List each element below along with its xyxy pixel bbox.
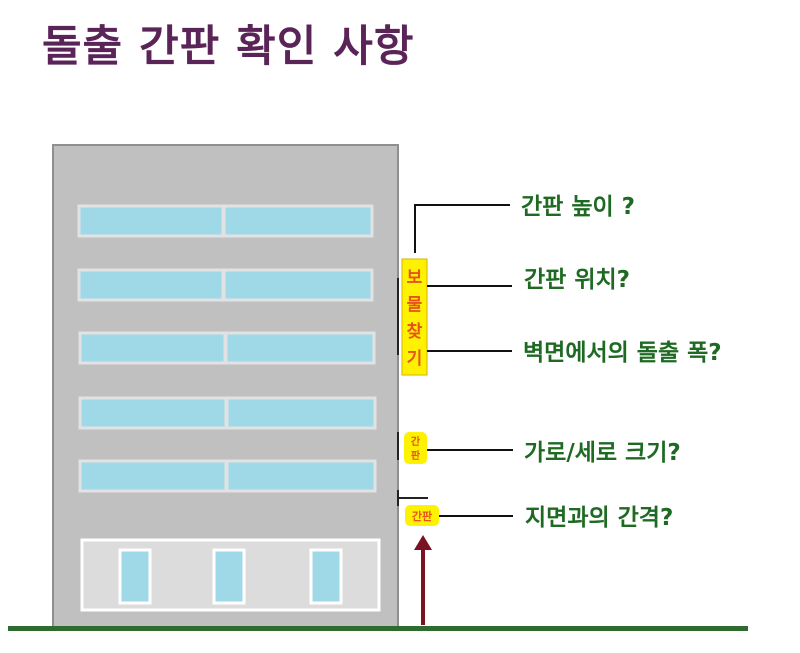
window [77,204,225,238]
window [224,331,376,365]
window [78,459,228,493]
window [222,204,374,238]
small-sign-2 [405,505,439,526]
question-height: 간판 높이 ? [521,194,635,220]
small-sign-1 [404,432,427,464]
vertical-sign-char: 기 [407,349,423,369]
question-clearance: 지면과의 간격? [525,505,673,531]
vertical-sign-char: 찾 [407,321,423,342]
question-projection: 벽면에서의 돌출 폭? [523,340,722,366]
window [77,268,225,302]
door [212,548,246,605]
leader-line-height [414,204,510,253]
vertical-sign-char: 보 [407,268,423,288]
window [225,459,377,493]
page-title: 돌출 간판 확인 사항 [42,22,415,72]
arrow-head-icon [414,535,432,550]
small-sign-2-text: 간판 [412,509,432,523]
door [118,548,152,605]
window-rows [77,204,377,493]
window [225,396,377,430]
door [309,548,343,605]
window [222,268,374,302]
small-sign-1-char: 판 [411,449,421,462]
ground-line [8,626,748,631]
question-position: 간판 위치? [524,267,630,293]
question-size: 가로/세로 크기? [524,440,681,466]
small-sign-1-char: 간 [411,435,421,448]
window [78,396,228,430]
window [78,331,227,365]
vertical-sign [401,258,428,376]
vertical-sign-char: 물 [407,295,423,315]
